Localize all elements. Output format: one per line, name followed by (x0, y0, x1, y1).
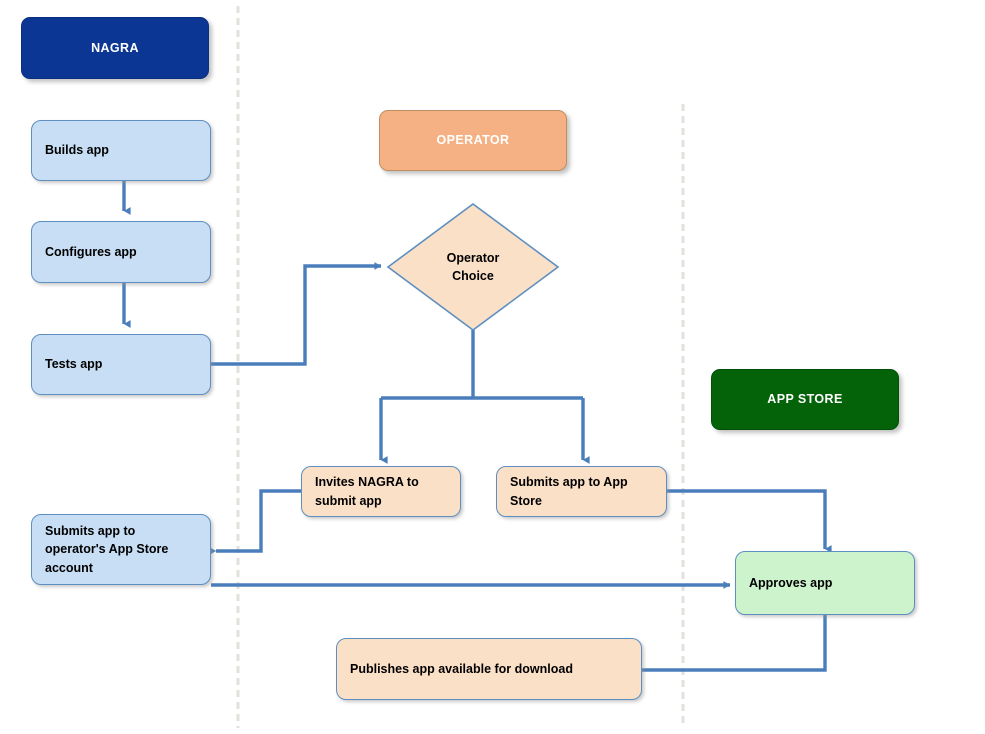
node-publishes-app[interactable]: Publishes app available for download (336, 638, 642, 700)
node-invites-nagra[interactable]: Invites NAGRA to submit app (301, 466, 461, 517)
edge-submits-appstore-to-approves (667, 489, 832, 553)
node-submits-app-operator-account[interactable]: Submits app to operator's App Store acco… (31, 514, 211, 585)
node-configures-app-label: Configures app (45, 244, 137, 259)
node-builds-app-label: Builds app (45, 143, 109, 158)
node-operator-choice-diamond[interactable] (386, 203, 560, 331)
node-configures-app[interactable]: Configures app (31, 221, 211, 283)
lane-banner-appstore: APP STORE (711, 369, 899, 430)
node-approves-app-label: Approves app (749, 575, 833, 590)
edge-tests-to-operator-choice (211, 262, 382, 366)
node-invites-nagra-label: Invites NAGRA to submit app (315, 475, 419, 508)
edge-invites-to-operator-account (209, 489, 301, 555)
edge-approves-to-publishes (635, 615, 827, 674)
node-submits-app-to-app-store[interactable]: Submits app to App Store (496, 466, 667, 517)
lane-banner-appstore-label: APP STORE (767, 392, 843, 407)
lane-banner-operator-label: OPERATOR (436, 133, 510, 148)
node-submits-app-operator-account-label: Submits app to operator's App Store acco… (45, 524, 169, 575)
node-submits-app-to-app-store-label: Submits app to App Store (510, 475, 628, 508)
node-builds-app[interactable]: Builds app (31, 120, 211, 181)
node-publishes-app-label: Publishes app available for download (350, 661, 573, 676)
node-tests-app[interactable]: Tests app (31, 334, 211, 395)
lane-banner-nagra: NAGRA (21, 17, 209, 79)
node-approves-app[interactable]: Approves app (735, 551, 915, 615)
node-tests-app-label: Tests app (45, 357, 103, 372)
lane-banner-operator: OPERATOR (379, 110, 567, 171)
lane-banner-nagra-label: NAGRA (91, 40, 139, 55)
